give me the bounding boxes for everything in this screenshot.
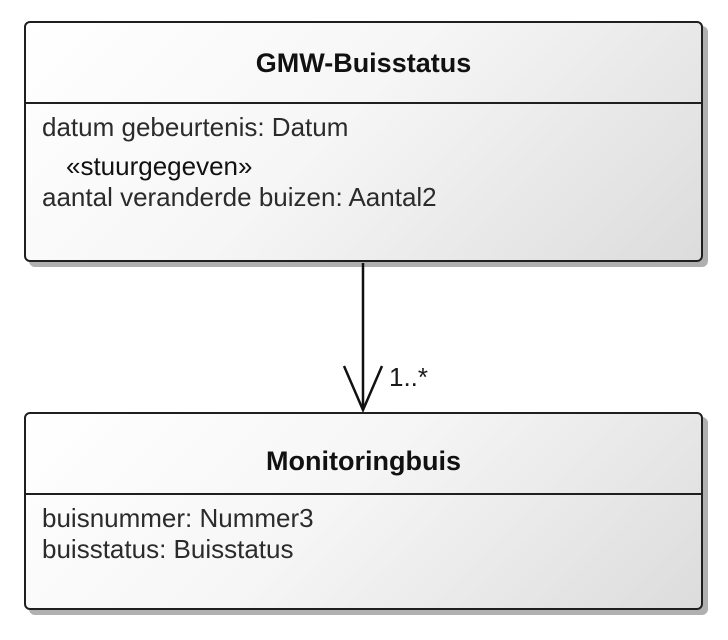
attribute-compartment: datum gebeurtenis: Datum «stuurgegeven» … bbox=[26, 104, 701, 213]
class-gmw-buisstatus[interactable]: GMW-Buisstatus datum gebeurtenis: Datum … bbox=[24, 21, 703, 262]
attribute: aantal veranderde buizen: Aantal2 bbox=[42, 182, 437, 212]
class-monitoringbuis[interactable]: Monitoringbuis buisnummer: Nummer3 buiss… bbox=[24, 412, 703, 610]
class-name: GMW-Buisstatus bbox=[26, 23, 701, 104]
attribute: buisnummer: Nummer3 bbox=[42, 503, 314, 533]
attribute: buisstatus: Buisstatus bbox=[42, 534, 294, 564]
attribute-compartment: buisnummer: Nummer3 buisstatus: Buisstat… bbox=[26, 495, 701, 565]
class-name: Monitoringbuis bbox=[26, 414, 701, 495]
multiplicity-label: 1..* bbox=[389, 362, 429, 392]
attribute: datum gebeurtenis: Datum bbox=[42, 112, 349, 142]
stereotype-label: «stuurgegeven» bbox=[66, 151, 253, 181]
arrowhead-icon bbox=[342, 365, 384, 414]
